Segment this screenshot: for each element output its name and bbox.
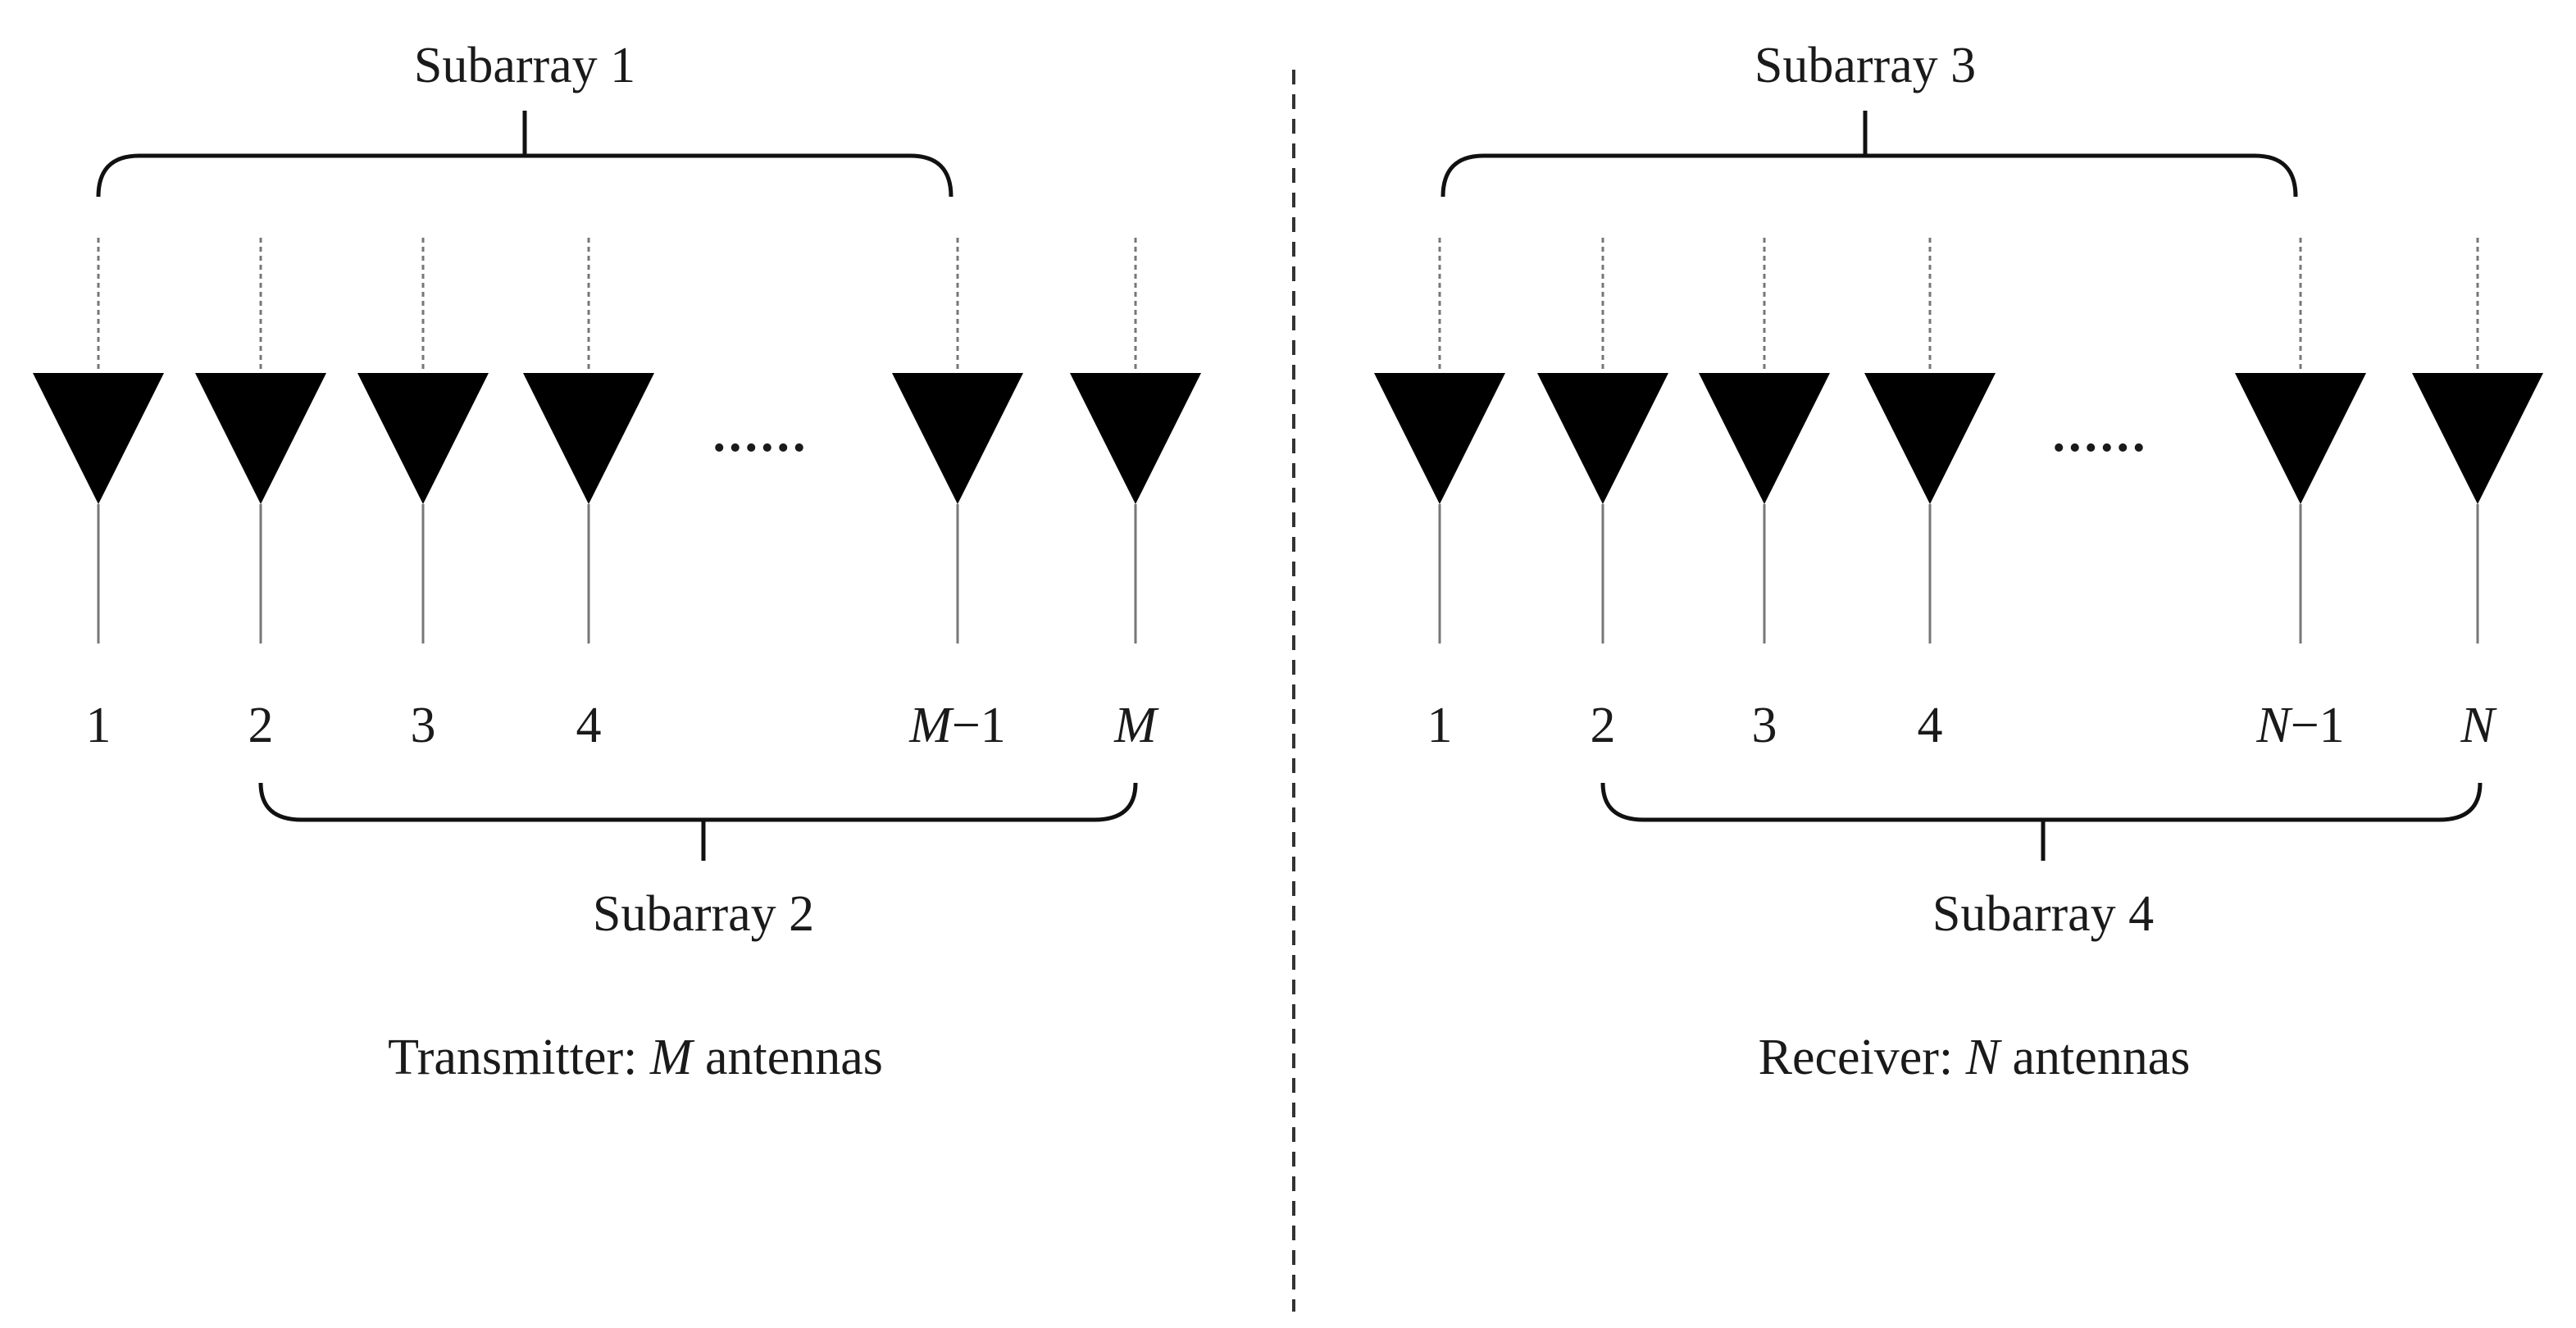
ellipsis: ...... <box>713 407 809 462</box>
antenna-element: N−1 <box>2235 238 2366 753</box>
subarray-4-brace <box>1600 782 2483 861</box>
antenna-label: M−1 <box>908 698 1006 753</box>
subarray-1-label: Subarray 1 <box>414 38 635 93</box>
antenna-element: M <box>1070 238 1201 753</box>
subarray-3-brace <box>1440 111 2298 198</box>
antenna-label: N <box>2460 698 2497 753</box>
antenna-label: 1 <box>1427 698 1453 753</box>
antenna-label: N−1 <box>2255 698 2344 753</box>
transmitter-caption: Transmitter: M antennas <box>388 1030 883 1085</box>
receiver-array: Subarray 3 1 2 3 4 ...... <box>1374 38 2543 1085</box>
antenna-element: 4 <box>1864 238 1996 753</box>
antenna-element: 2 <box>195 238 326 753</box>
subarray-1-brace <box>96 111 953 198</box>
antenna-label: 1 <box>86 698 112 753</box>
antenna-label: 2 <box>1591 698 1616 753</box>
antenna-element: 1 <box>1374 238 1505 753</box>
antenna-label: M <box>1113 698 1159 753</box>
antenna-label: 2 <box>248 698 274 753</box>
antenna-element: 4 <box>523 238 654 753</box>
subarray-2-brace <box>258 782 1138 861</box>
subarray-2-label: Subarray 2 <box>593 886 814 942</box>
receiver-caption: Receiver: N antennas <box>1759 1030 2191 1085</box>
antenna-element: 1 <box>33 238 164 753</box>
antenna-element: M−1 <box>892 238 1023 753</box>
antenna-element: 3 <box>1699 238 1830 753</box>
antenna-element: 3 <box>357 238 489 753</box>
antenna-label: 4 <box>576 698 602 753</box>
subarray-4-label: Subarray 4 <box>1932 886 2154 942</box>
transmitter-array: Subarray 1 1 2 3 4 ...... <box>33 38 1201 1085</box>
subarray-3-label: Subarray 3 <box>1755 38 1976 93</box>
antenna-label: 3 <box>1752 698 1777 753</box>
antenna-element: N <box>2412 238 2543 753</box>
ellipsis: ...... <box>2053 407 2149 462</box>
antenna-label: 4 <box>1918 698 1943 753</box>
antenna-label: 3 <box>411 698 436 753</box>
antenna-element: 2 <box>1537 238 1668 753</box>
